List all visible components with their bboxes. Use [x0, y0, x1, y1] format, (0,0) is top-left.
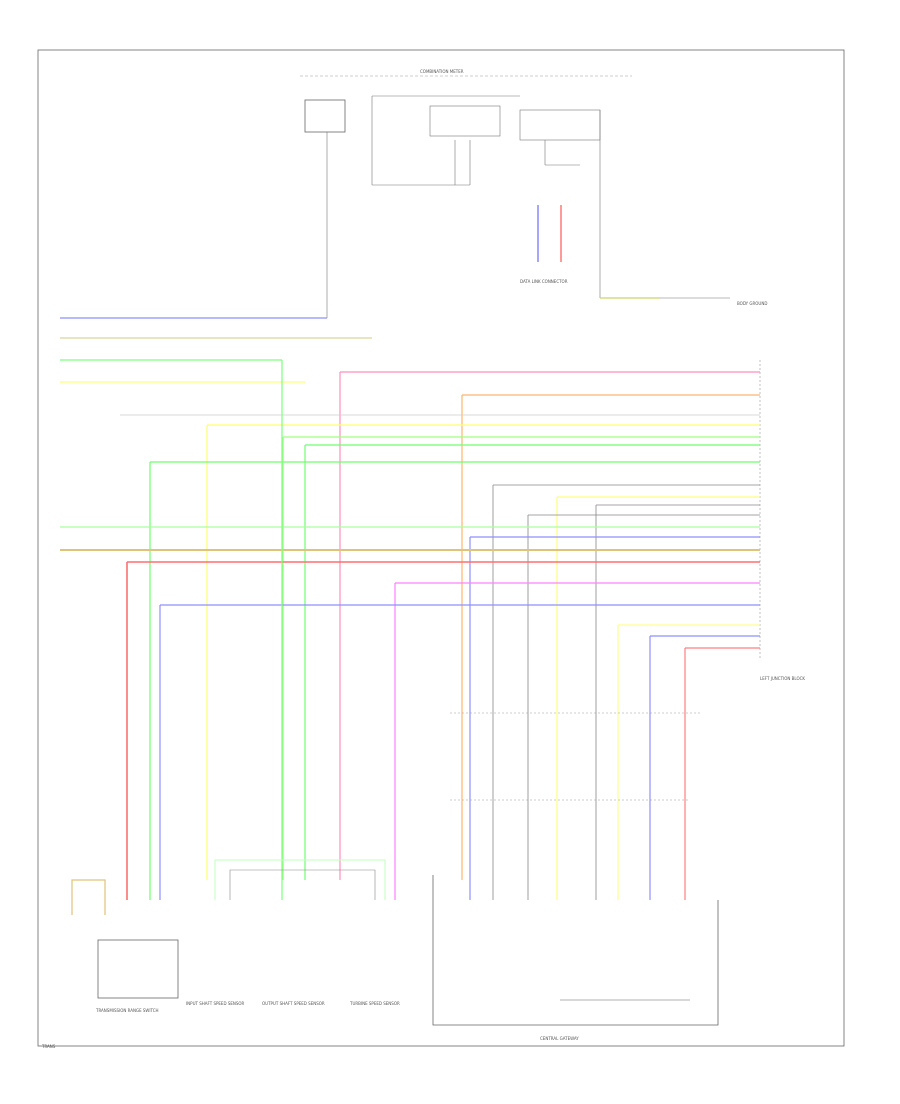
wire-blue-4 — [649, 635, 760, 900]
meter-left-module — [304, 99, 346, 133]
sensor-loop-gray — [229, 869, 376, 900]
wire-pink — [339, 371, 760, 880]
combination-meter-label: COMBINATION METER — [420, 69, 464, 74]
wire-green-main — [282, 436, 760, 880]
data-link-label: DATA LINK CONNECTOR — [520, 279, 568, 284]
central-gateway-outline — [432, 875, 719, 1026]
wire-yellow-3 — [617, 624, 760, 900]
body-ground-label: BODY GROUND — [737, 301, 767, 306]
sensor-loop-green — [214, 859, 386, 900]
wire-gray-1 — [492, 484, 760, 900]
wire-green-3 — [149, 461, 760, 900]
left-junction-label: LEFT JUNCTION BLOCK — [760, 676, 805, 681]
wire-magenta — [394, 582, 760, 900]
output-shaft-sensor-label: OUTPUT SHAFT SPEED SENSOR — [262, 1001, 325, 1006]
wire-gray-3 — [527, 514, 760, 900]
meter-bus — [371, 95, 580, 186]
turbine-sensor-label: TURBINE SPEED SENSOR — [349, 1001, 400, 1006]
wire-yellow-main — [206, 424, 760, 880]
diagram-border — [37, 49, 845, 1047]
transmission-range-switch-label: TRANSMISSION RANGE SWITCH — [95, 1008, 159, 1013]
wire-red-2 — [684, 647, 760, 900]
wire-yellow-2 — [556, 496, 760, 900]
wire-gray-2 — [595, 504, 760, 900]
wire-blue-3 — [159, 604, 760, 900]
central-gateway-label: CENTRAL GATEWAY — [540, 1036, 579, 1041]
page-marker: TRANS — [41, 1044, 56, 1049]
wire-orange — [461, 394, 760, 880]
input-shaft-sensor-label: INPUT SHAFT SPEED SENSOR — [186, 1001, 245, 1006]
transmission-range-switch-box — [97, 939, 179, 999]
switch-wire-tan — [71, 879, 106, 915]
wire-green-2 — [304, 444, 760, 880]
meter-right-module — [519, 109, 601, 141]
wire-red-main — [126, 561, 760, 900]
meter-mid-module — [429, 105, 501, 137]
wire-blue-2 — [469, 536, 760, 900]
